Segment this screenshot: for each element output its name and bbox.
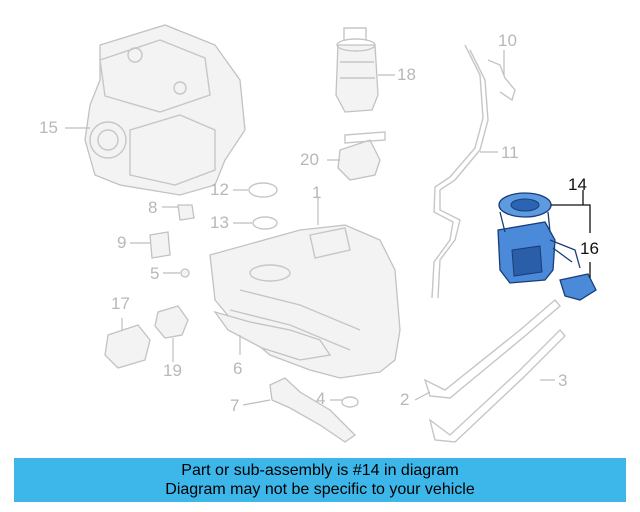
clip-4-part	[341, 396, 359, 408]
parts-diagram	[65, 24, 597, 443]
callout-20: 20	[300, 150, 319, 169]
leader-lines	[65, 50, 591, 406]
callout-10: 10	[498, 31, 517, 50]
strap-7-part	[269, 377, 357, 443]
callout-16: 16	[580, 239, 599, 258]
seal-part	[252, 216, 278, 230]
callout-9: 9	[117, 233, 127, 252]
callout-8: 8	[148, 198, 158, 217]
callout-7: 7	[230, 396, 240, 415]
fuel-sender-part	[559, 273, 597, 301]
plug-8-part	[177, 204, 195, 221]
callout-12: 12	[210, 180, 229, 199]
plug-9-part	[149, 231, 171, 259]
callout-11: 11	[501, 143, 519, 162]
callout-19: 19	[163, 361, 182, 380]
callout-15: 15	[39, 118, 58, 137]
callout-5: 5	[150, 264, 160, 283]
callout-2: 2	[400, 390, 410, 409]
lock-ring-part	[248, 182, 278, 198]
callout-14: 14	[568, 175, 587, 194]
callout-18: 18	[397, 65, 416, 84]
fuel-filter-part	[335, 27, 379, 113]
info-banner: Part or sub-assembly is #14 in diagram D…	[14, 458, 626, 502]
banner-line-1: Part or sub-assembly is #14 in diagram	[181, 462, 459, 479]
callout-3: 3	[558, 371, 568, 390]
injection-pump-part	[84, 24, 246, 196]
fuel-line-part	[431, 44, 516, 299]
callout-17: 17	[111, 294, 130, 313]
valve-19-part	[154, 305, 189, 339]
filter-bracket-part	[337, 131, 386, 181]
callout-1: 1	[312, 183, 322, 202]
callout-13: 13	[210, 213, 229, 232]
banner-line-2: Diagram may not be specific to your vehi…	[165, 481, 475, 498]
cap-5-part	[180, 268, 190, 278]
filter-17-part	[104, 324, 151, 369]
callout-4: 4	[316, 389, 326, 408]
callout-6: 6	[233, 359, 243, 378]
fuel-pump-assembly-part	[497, 192, 581, 284]
tank-straps-part	[423, 299, 566, 443]
heat-shield-part	[213, 310, 332, 361]
